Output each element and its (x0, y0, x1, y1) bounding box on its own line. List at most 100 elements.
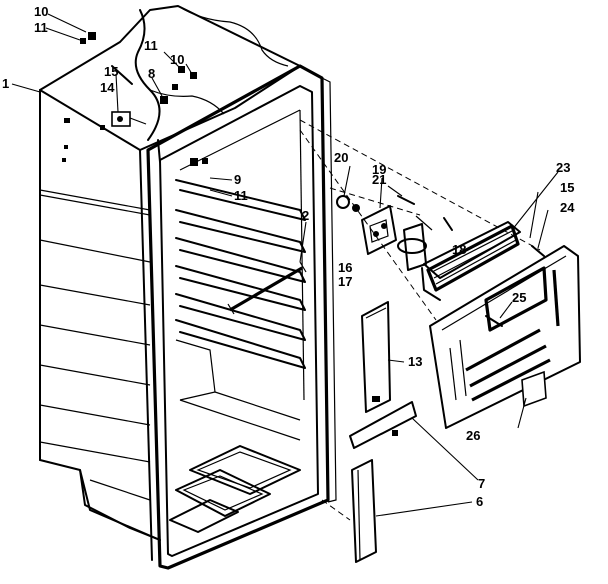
callout-10-mid: 10 (170, 52, 184, 67)
part-20-knob (336, 195, 350, 209)
callout-8: 8 (148, 66, 155, 81)
hardware (172, 84, 178, 90)
part-10-screw (178, 66, 185, 73)
rail-end (227, 303, 235, 315)
leader-11c (209, 189, 233, 197)
leader-2 (299, 221, 307, 263)
leader-21 (387, 185, 403, 197)
part-13-panel (361, 301, 391, 413)
front-frame-inner (159, 85, 319, 557)
side-hole (100, 125, 105, 130)
clip-part (80, 38, 86, 44)
floor-tray (175, 469, 271, 517)
shelf (175, 237, 306, 283)
side-rib (39, 189, 151, 211)
part-11-clip (202, 158, 208, 164)
panel-slot (465, 328, 541, 372)
shelf (175, 265, 306, 311)
shelf (175, 293, 306, 341)
side-rib (39, 441, 151, 463)
callout-17: 17 (338, 274, 352, 289)
floor-tray (169, 499, 239, 533)
callout-13: 13 (408, 354, 422, 369)
thermostat-terminal (373, 231, 379, 237)
part-17-socket (403, 223, 427, 271)
floor-tray (189, 445, 301, 495)
cabinet-shell (39, 5, 301, 561)
callout-15-left: 15 (104, 64, 118, 79)
leader-7 (411, 417, 479, 481)
thermostat-terminal (381, 223, 387, 229)
part-13-tab (372, 396, 380, 402)
side-rib (39, 239, 151, 263)
explode-line (329, 187, 421, 216)
callout-1: 1 (2, 76, 9, 91)
leader-23 (511, 171, 559, 231)
callout-labels: 10 11 1 15 14 8 11 10 9 11 2 20 19 21 16… (2, 4, 575, 509)
interior-back-right (299, 109, 305, 401)
callout-20: 20 (334, 150, 348, 165)
callout-10-top: 10 (34, 4, 48, 19)
panel-opening (484, 266, 548, 332)
panel-vert (459, 339, 467, 397)
part-7-strip (349, 401, 417, 449)
cabinet-top-edge (39, 5, 301, 151)
part-26-bracket (521, 370, 547, 408)
panel-slot (469, 344, 547, 388)
side-hole (64, 118, 70, 123)
screw-part (88, 32, 96, 40)
part-6-panel (351, 459, 377, 563)
panel-slot (471, 358, 551, 402)
torn-top-inner (149, 89, 225, 115)
shelf (175, 319, 306, 369)
leader-26 (517, 397, 527, 429)
shelf (175, 179, 306, 221)
shelf-rail-part (227, 261, 307, 315)
cabinet-bottom-edge (39, 459, 161, 541)
side-rib (39, 284, 151, 306)
control-panel-part (429, 245, 581, 429)
callout-21: 21 (372, 172, 386, 187)
thermostat-face (369, 219, 389, 243)
frame-corner (157, 139, 161, 163)
top-hardware (80, 32, 208, 166)
part-24-panel (429, 245, 581, 429)
lower-rail (179, 399, 301, 441)
cabinet-base (79, 469, 161, 541)
callout-23: 23 (556, 160, 570, 175)
grille-slot (433, 235, 515, 279)
part-14-pin (129, 117, 147, 125)
part-21-screw (397, 195, 415, 205)
leader-10b (185, 63, 193, 75)
leader-20 (343, 165, 351, 197)
leader-25 (499, 301, 513, 319)
torn-top-contour (134, 9, 161, 141)
explode-line (299, 119, 541, 251)
panel-slot (552, 269, 560, 327)
floor-tray-inner (182, 475, 264, 511)
panel-vert (449, 347, 457, 401)
light-shield-part (421, 221, 521, 301)
callout-14: 14 (100, 80, 115, 95)
callout-25: 25 (512, 290, 526, 305)
callout-18: 18 (452, 242, 466, 257)
leader-10a (47, 13, 87, 33)
callout-11-top: 11 (34, 20, 48, 35)
cabinet-front-frame (146, 64, 337, 570)
socket-bulb (397, 238, 427, 254)
grille-slot (435, 239, 517, 285)
part-19-nut (352, 204, 360, 212)
torn-top-back (177, 5, 289, 67)
frame-side (321, 77, 337, 503)
leader-9 (209, 177, 233, 181)
part-16-thermostat (361, 205, 397, 255)
side-hole (62, 158, 66, 162)
part-23-shield (423, 221, 521, 279)
explode-line (299, 129, 437, 321)
crisper-base (214, 391, 301, 421)
callout-11-low: 11 (234, 188, 248, 203)
callout-26: 26 (466, 428, 480, 443)
shield-lip (421, 267, 441, 301)
cabinet-front-corner (139, 149, 153, 561)
